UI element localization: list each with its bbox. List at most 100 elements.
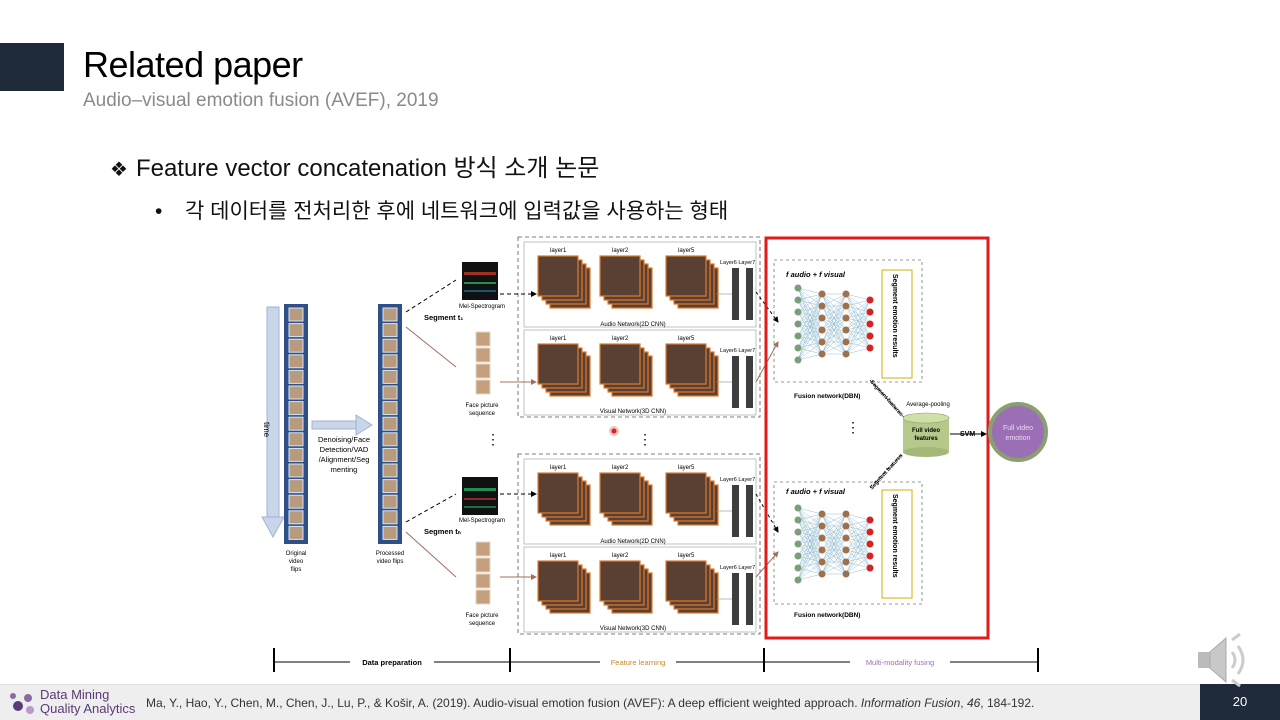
preprocess-label-4: menting [331,465,358,474]
conv-feature-map [665,255,707,297]
layer67-label: Layer6 Layer7 [720,260,755,266]
film-frame [288,323,304,338]
citation-text: Ma, Y., Hao, Y., Chen, M., Chen, J., Lu,… [146,696,861,710]
seg-results-bottom: Segment emotion results [891,494,898,578]
dbn-node [866,516,874,524]
layer-label: layer2 [612,553,629,559]
fvf-label-1: Full video [912,428,940,434]
fusion-label-bottom: Fusion network(DBN) [794,612,860,619]
preprocess-label-3: /Alignment/Seg [319,455,370,464]
face-label-top-2: sequence [469,411,496,417]
fvf-label-2: features [914,436,938,442]
film-frame [382,401,398,416]
film-frame [382,307,398,322]
diamond-bullet-icon: ❖ [110,157,128,181]
film-frame [288,354,304,369]
fc-layer [746,485,753,537]
citation-volume: 46 [966,696,981,710]
face-label-bottom-1: Face picture [465,613,499,619]
dots-left: ⋮ [486,431,500,447]
dbn-node [794,308,802,316]
face-thumbnail [475,379,491,395]
page-title: Related paper [83,44,303,85]
film-frame [288,432,304,447]
dbn-node [866,540,874,548]
dbn-node [794,332,802,340]
conv-feature-map [665,560,707,602]
fc-layer [732,356,739,408]
dbn-node [818,546,826,554]
conv-feature-map [599,255,641,297]
face-thumbnail [475,541,491,557]
conv-feature-map [599,560,641,602]
dbn-node [818,570,826,578]
dbn-node [842,522,850,530]
film-frame [288,510,304,525]
fusion-label-top: Fusion network(DBN) [794,393,860,400]
film-frame [288,479,304,494]
processed-label-2: video flips [377,559,404,565]
dbn-node [818,510,826,518]
film-frame [382,463,398,478]
face-thumbnail [475,557,491,573]
original-label-1: Original [286,551,307,557]
film-frame [382,447,398,462]
fc-layer [732,573,739,625]
dbn-node [866,308,874,316]
dbn-node [842,534,850,542]
fusion-highlight-box [764,236,990,640]
film-frame [382,525,398,540]
face-thumbnail [475,363,491,379]
layer-label: layer1 [550,248,567,254]
page-subtitle: Audio–visual emotion fusion (AVEF), 2019 [83,90,439,111]
mel-label-top: Mel-Spectrogram [459,304,505,310]
preprocess-label-1: Denoising/Face [318,435,370,444]
logo-line-2: Quality Analytics [40,701,136,716]
stage-fusion-label: Multi-modality fusing [866,658,934,667]
face-thumbnail [475,573,491,589]
preprocess-label-2: Detection/VAD [320,445,369,454]
main-bullet: ❖Feature vector concatenation 방식 소개 논문 [110,148,599,183]
dbn-node [818,290,826,298]
film-frame [382,510,398,525]
time-label: time [262,422,271,438]
speaker-icon[interactable] [1192,632,1256,688]
dbn-node [818,522,826,530]
citation: Ma, Y., Hao, Y., Chen, M., Chen, J., Lu,… [146,696,1034,710]
face-thumbnail [475,331,491,347]
dbn-node [866,296,874,304]
conv-feature-map [665,343,707,385]
mel-spectrogram-top: Mel-Spectrogram [459,262,505,310]
film-frame [288,401,304,416]
face-sequence-top [475,331,491,395]
film-frame [288,416,304,431]
audio-net-top: Audio Network(2D CNN) [600,322,665,328]
conv-feature-map [599,343,641,385]
dots-mid: ⋮ [638,431,652,447]
dbn-node [818,534,826,542]
film-frame [382,323,398,338]
layer-label: layer1 [550,336,567,342]
logo-line-1: Data Mining [40,687,110,702]
full-video-features-cylinder: Full video features [902,412,950,457]
dbn-node [866,332,874,340]
dbn-node [842,570,850,578]
seg-features-bottom: Segment features [869,453,904,491]
film-frame [288,525,304,540]
dbn-node [818,326,826,334]
conv-feature-map [537,560,579,602]
page-number: 20 [1200,684,1280,720]
avef-architecture-figure: time Original video flips Denoising/Face… [261,236,1048,672]
film-frame [288,307,304,322]
dbn-node [842,302,850,310]
visual-net-bottom: Visual Network(3D CNN) [600,626,666,632]
citation-sep: , [960,696,967,710]
sub-bullet-text: 각 데이터를 전처리한 후에 네트워크에 입력값을 사용하는 형태 [185,200,729,223]
mel-spectrogram-bottom: Mel-Spectrogram [459,477,505,524]
dbn-node [794,516,802,524]
layer67-label: Layer6 Layer7 [720,477,755,483]
conv-feature-map [537,255,579,297]
conv-feature-map [537,343,579,385]
face-label-top-1: Face picture [465,403,499,409]
dbn-node [842,350,850,358]
